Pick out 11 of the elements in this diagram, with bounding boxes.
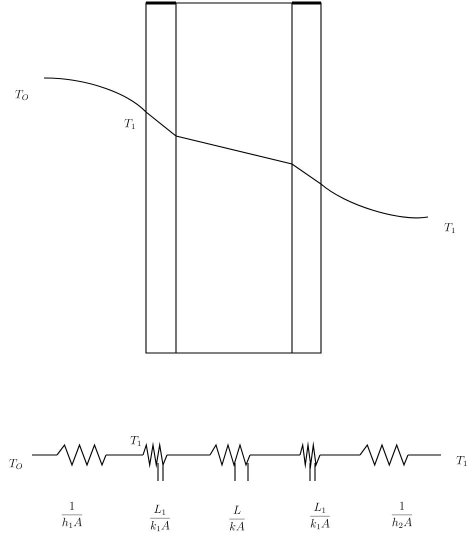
fraction-label: $\frac{1}{h_2 A}$ bbox=[392, 502, 412, 528]
fraction-label: $\frac{L}{k A}$ bbox=[229, 506, 245, 530]
fraction-label: $\frac{L_1}{k_1 A}$ bbox=[150, 504, 170, 532]
temperature-label: $T_O$ bbox=[15, 90, 28, 100]
temperature-label: $T_1$ bbox=[124, 119, 135, 129]
temperature-label: $T_O$ bbox=[9, 459, 22, 470]
temperature-label: $T_1$ bbox=[456, 456, 467, 466]
temperature-label: $T_1$ bbox=[130, 436, 141, 446]
temperature-label: $T_1$ bbox=[444, 223, 455, 233]
fraction-label: $\frac{1}{h_1 A}$ bbox=[62, 502, 82, 528]
fraction-label: $\frac{L_1}{k_1 A}$ bbox=[310, 502, 330, 530]
